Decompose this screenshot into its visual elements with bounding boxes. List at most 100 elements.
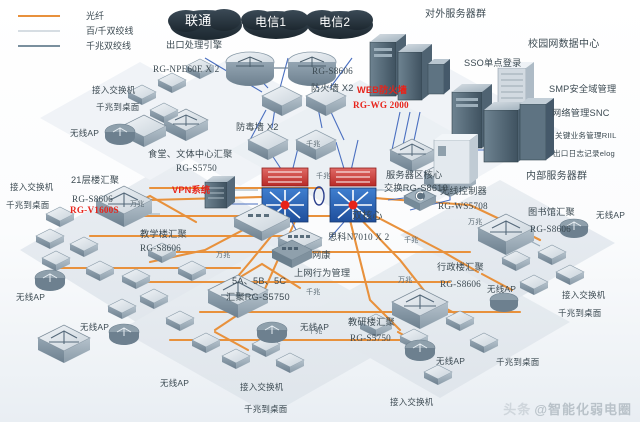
external-server-farm xyxy=(369,34,450,101)
cluster-bottom-right xyxy=(359,310,499,385)
vpn-label-1: VPN系统 xyxy=(172,185,211,195)
legend-label-copper-giga: 千兆双绞线 xyxy=(86,41,132,51)
router-1 xyxy=(225,51,275,86)
netcon-label-2: 上网行为管理 xyxy=(294,268,351,278)
legend-label-copper-100m: 百/千双绞线 xyxy=(86,26,134,36)
vpn-device xyxy=(233,203,291,241)
agg-5abc xyxy=(207,274,269,318)
isp-clouds xyxy=(168,9,373,40)
legend-line-copper-100m xyxy=(18,29,60,32)
antivirus-wall-1 xyxy=(247,129,289,160)
server-core-label-2: 交换RG-S8610 xyxy=(384,183,448,193)
giga-desktop-label-2: 千兆到桌面 xyxy=(6,200,50,210)
wireless-ap-label-1: 无线AP xyxy=(70,128,100,138)
link-label-10g-1: 万兆 xyxy=(130,201,145,208)
cloud-label-telecom2: 电信2 xyxy=(319,15,351,29)
antivirus-wall-2 xyxy=(295,129,337,160)
link-label-1g-1: 千兆 xyxy=(316,173,331,180)
watermark-handle: @智能化弱电圈 xyxy=(534,402,632,417)
firewall-label-2: 防火墙 X2 xyxy=(311,83,354,93)
web-firewall-device xyxy=(389,138,435,172)
wireless-ap-label-2: 无线AP xyxy=(16,292,46,302)
canteen-agg-label-1: 食堂、文体中心汇聚 xyxy=(148,149,233,159)
giga-desktop-label-4: 千兆到桌面 xyxy=(496,357,540,367)
link-label-10g-3: 万兆 xyxy=(468,219,483,226)
aggregation-switches xyxy=(37,108,535,363)
wireless-ap-label-3: 无线AP xyxy=(80,322,110,332)
server-core-label-1: 服务器区核心 xyxy=(386,170,443,180)
link-label-10g-4: 万兆 xyxy=(398,277,413,284)
access-switch-label-5: 接入交换机 xyxy=(562,290,606,300)
agg-5abc-label-2: 汇聚RG-S5750 xyxy=(226,292,290,302)
vpn-label-2: RG-V1600S xyxy=(70,205,119,215)
agg-admin xyxy=(391,287,449,329)
riil-label: 关键业务管理RIIL xyxy=(555,131,617,140)
link-label-1g-5: 千兆 xyxy=(308,328,323,335)
firewall-2 xyxy=(305,85,347,116)
admin-agg-label-1: 行政楼汇聚 xyxy=(437,262,484,272)
cluster-bottom-center xyxy=(191,321,305,373)
edge-device-clusters xyxy=(34,58,589,385)
link-label-1g-4: 千兆 xyxy=(404,237,419,244)
egress-engine-label-2: RG-NPE60E X 2 xyxy=(153,64,220,74)
cluster-bottom-left xyxy=(107,288,195,345)
datacenter-servers xyxy=(433,62,554,185)
wireless-ap-label-6: 无线AP xyxy=(436,356,466,366)
legend: 光纤 百/千双绞线 千兆双绞线 xyxy=(18,8,134,53)
library-agg-label-1: 图书馆汇聚 xyxy=(528,207,575,217)
cluster-right xyxy=(489,218,589,312)
giga-desktop-label-5: 千兆到桌面 xyxy=(558,308,602,318)
elog-label: 出口日志记录elog xyxy=(553,149,615,158)
agg-21f xyxy=(95,185,153,227)
wireless-ap-label-8: 无线AP xyxy=(596,210,626,220)
legend-label-fiber: 光纤 xyxy=(86,11,105,21)
link-label-10g-2: 万兆 xyxy=(216,252,231,259)
netcon-device xyxy=(271,239,313,268)
link-label-1g-2: 千兆 xyxy=(306,141,321,148)
cloud-telecom2 xyxy=(305,10,373,39)
web-firewall-label-2: RG-WG 2000 xyxy=(353,100,409,110)
giga-desktop-label-1: 千兆到桌面 xyxy=(96,102,140,112)
wireless-controller-label-1: 无线控制器 xyxy=(440,186,487,196)
library-agg-label-2: RG-S8606 xyxy=(530,224,571,234)
egress-engine-label-1: 出口处理引擎 xyxy=(166,40,223,50)
smp-label: SMP安全域管理 xyxy=(549,84,617,94)
wireless-controller-label-2: RG-WS5708 xyxy=(438,201,488,211)
sso-label: SSO单点登录 xyxy=(464,58,522,68)
watermark: 头条@智能化弱电圈 xyxy=(503,399,632,418)
firewall-label-1: RG-S8606 xyxy=(312,66,353,76)
giga-desktop-label-3: 千兆到桌面 xyxy=(244,404,288,414)
cluster-upper-left xyxy=(104,58,215,145)
cloud-unicom xyxy=(168,9,242,40)
link-label-1g-3: 千兆 xyxy=(306,289,321,296)
access-switch-label-3: 接入交换机 xyxy=(240,382,284,392)
core-switch-right xyxy=(329,167,377,223)
web-firewall-label-1: WEB防火墙 xyxy=(357,85,408,95)
cluster-mid xyxy=(121,242,207,289)
canteen-agg-label-2: RG-S5750 xyxy=(176,163,217,173)
research-agg-label-1: 教研楼汇聚 xyxy=(348,317,395,327)
access-switch-label-4: 接入交换机 xyxy=(390,397,434,407)
legend-line-copper-giga xyxy=(18,44,60,47)
building21-agg-label-2: RG-S8606 xyxy=(72,194,113,204)
firewall-1 xyxy=(261,85,303,116)
agg-library xyxy=(477,213,535,255)
access-switch-label-2: 接入交换机 xyxy=(10,182,54,192)
campus-datacenter-label: 校园网数据中心 xyxy=(528,39,600,50)
wireless-ap-label-4: 无线AP xyxy=(160,378,190,388)
netcon-label-1: 网康 xyxy=(312,250,331,260)
teaching-agg-label-2: RG-S8606 xyxy=(140,243,181,253)
watermark-prefix: 头条 xyxy=(503,402,532,417)
internal-servers-label: 内部服务器群 xyxy=(526,171,588,182)
wireless-ap-label-5: 无线AP xyxy=(300,322,330,332)
left-firewall-stack xyxy=(204,176,235,209)
cloud-telecom1 xyxy=(241,10,309,39)
antivirus-wall-label: 防毒墙 X2 xyxy=(236,122,279,132)
core-model-label: 思科N7010 X 2 xyxy=(328,232,390,242)
building21-agg-label-1: 21层楼汇聚 xyxy=(71,175,120,185)
cloud-label-unicom: 联通 xyxy=(185,13,212,28)
cluster-left xyxy=(34,206,115,291)
smp-server-stack xyxy=(497,62,534,109)
